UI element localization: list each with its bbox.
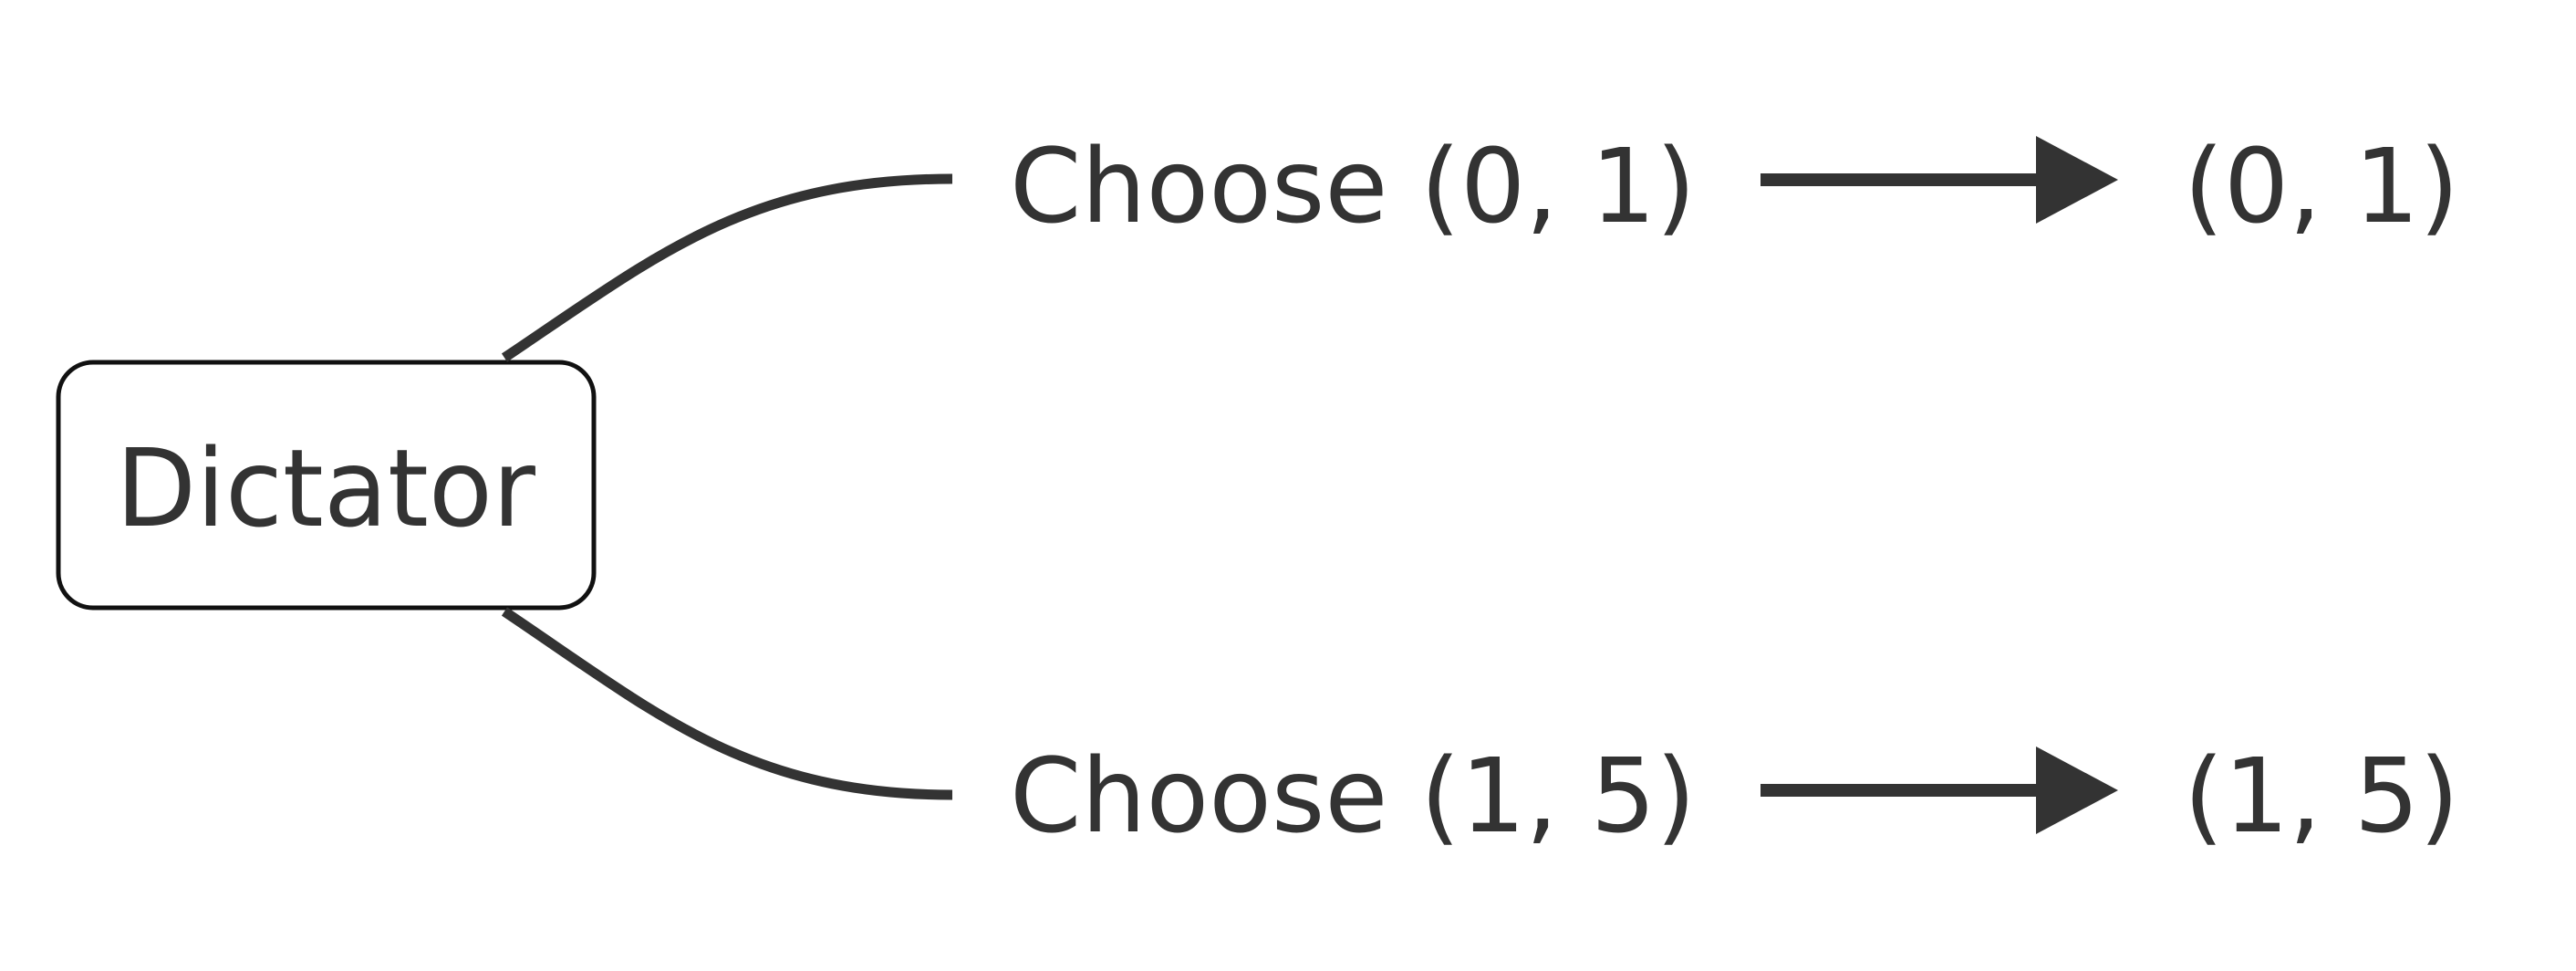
arrow-head-icon — [2036, 136, 2118, 224]
branch-1: Choose (0, 1) (0, 1) — [1010, 128, 2459, 246]
root-node: Dictator — [56, 360, 597, 611]
action-label: Choose (1, 5) — [1010, 737, 1696, 856]
action-label: Choose (0, 1) — [1010, 128, 1696, 246]
arrow-head-icon — [2036, 747, 2118, 834]
outcome-label: (1, 5) — [2184, 737, 2459, 856]
edge-lower — [501, 607, 953, 800]
outcome-label: (0, 1) — [2184, 128, 2459, 246]
branch-2: Choose (1, 5) (1, 5) — [1010, 737, 2459, 856]
edge-upper — [501, 173, 953, 362]
root-node-box — [56, 360, 597, 611]
root-node-label: Dictator — [116, 425, 535, 551]
